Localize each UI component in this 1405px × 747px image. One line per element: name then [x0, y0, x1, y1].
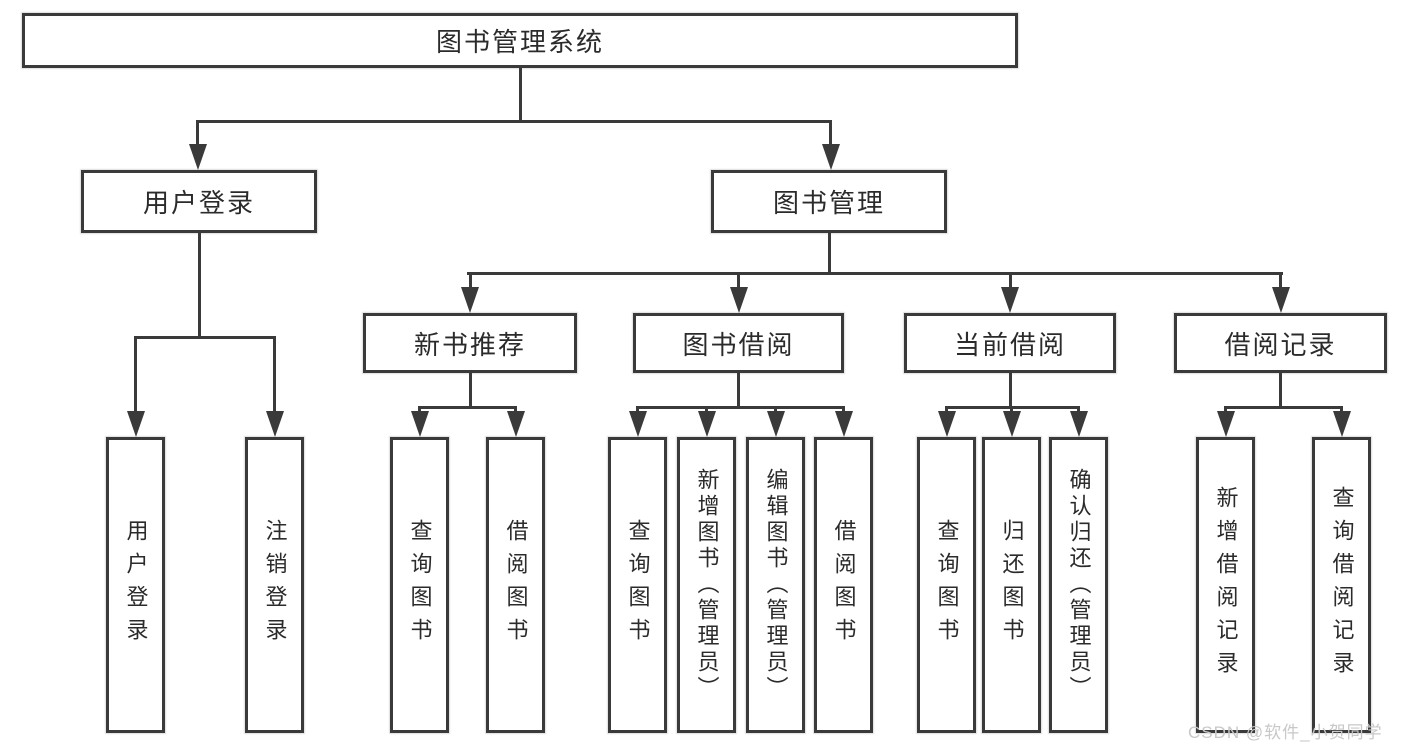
connector-drop — [774, 406, 777, 413]
arrow-down-icon — [1333, 411, 1351, 437]
leaf-logout: 注销登录 — [245, 437, 304, 733]
node-new-book-rec-label: 新书推荐 — [413, 329, 526, 360]
node-current-borrow-label: 当前借阅 — [953, 329, 1066, 360]
arrow-down-icon — [629, 411, 647, 437]
leaf-user-login: 用户登录 — [106, 437, 165, 733]
connector-drop — [636, 406, 639, 413]
connector-drop — [1340, 406, 1343, 413]
connector-drop-login-leaf — [134, 336, 137, 413]
connector-drop — [945, 406, 948, 413]
leaf-rec-query-books-label: 查询图书 — [407, 519, 433, 651]
leaf-cb-return-books-label: 归还图书 — [999, 519, 1025, 651]
node-book-mgmt: 图书管理 — [711, 170, 947, 233]
connector-borrow-bar — [636, 406, 845, 409]
leaf-bb-borrow-books: 借阅图书 — [814, 437, 873, 733]
connector-mgmt-stem — [828, 233, 831, 275]
connector-drop — [1077, 406, 1080, 413]
connector-drop — [1224, 406, 1227, 413]
leaf-rec-query-books: 查询图书 — [390, 437, 449, 733]
leaf-bb-add-books: 新增图书（管理员） — [677, 437, 736, 733]
arrow-down-icon — [1003, 411, 1021, 437]
connector-drop-logout-leaf — [273, 336, 276, 413]
connector-drop-new-book-rec — [469, 272, 472, 287]
connector-drop — [1010, 406, 1013, 413]
leaf-cb-confirm-return-label: 确认归还（管理员） — [1066, 468, 1092, 702]
leaf-bb-query-books-label: 查询图书 — [625, 519, 651, 651]
leaf-br-add-record: 新增借阅记录 — [1196, 437, 1255, 733]
node-root: 图书管理系统 — [22, 13, 1018, 68]
connector-rec-bar — [418, 406, 517, 409]
leaf-logout-label: 注销登录 — [262, 519, 288, 651]
connector-drop — [842, 406, 845, 413]
arrow-down-icon — [822, 144, 840, 170]
arrow-down-icon — [1001, 287, 1019, 313]
arrow-down-icon — [461, 287, 479, 313]
arrow-down-icon — [1217, 411, 1235, 437]
connector-root-stem — [519, 68, 522, 120]
leaf-bb-borrow-books-label: 借阅图书 — [831, 519, 857, 651]
connector-drop-book-mgmt — [829, 120, 832, 146]
arrow-down-icon — [411, 411, 429, 437]
arrow-down-icon — [266, 411, 284, 437]
leaf-bb-query-books: 查询图书 — [608, 437, 667, 733]
node-user-login-label: 用户登录 — [142, 188, 255, 218]
arrow-down-icon — [938, 411, 956, 437]
leaf-user-login-label: 用户登录 — [123, 519, 149, 651]
leaf-bb-add-books-label: 新增图书（管理员） — [694, 468, 720, 702]
connector-current-stem — [1009, 373, 1012, 406]
leaf-cb-confirm-return: 确认归还（管理员） — [1049, 437, 1108, 733]
leaf-br-query-record: 查询借阅记录 — [1312, 437, 1371, 733]
leaf-rec-borrow-books: 借阅图书 — [486, 437, 545, 733]
connector-drop-book-borrow — [737, 272, 740, 287]
leaf-cb-query-books: 查询图书 — [917, 437, 976, 733]
arrow-down-icon — [835, 411, 853, 437]
connector-drop-borrow-record — [1279, 272, 1282, 287]
leaf-br-add-record-label: 新增借阅记录 — [1213, 486, 1239, 684]
connector-record-bar — [1224, 406, 1343, 409]
watermark: CSDN @软件_小贺同学 — [1188, 723, 1383, 742]
connector-drop-current-borrow — [1009, 272, 1012, 287]
node-book-mgmt-label: 图书管理 — [772, 188, 885, 218]
arrow-down-icon — [730, 287, 748, 313]
connector-drop — [705, 406, 708, 413]
leaf-cb-query-books-label: 查询图书 — [934, 519, 960, 651]
node-user-login: 用户登录 — [81, 170, 317, 233]
node-book-borrow: 图书借阅 — [633, 313, 844, 373]
node-borrow-record: 借阅记录 — [1174, 313, 1387, 373]
arrow-down-icon — [189, 144, 207, 170]
connector-root-bar — [196, 120, 832, 123]
node-book-borrow-label: 图书借阅 — [682, 329, 795, 360]
connector-login-stem — [198, 233, 201, 336]
leaf-bb-edit-books: 编辑图书（管理员） — [746, 437, 805, 733]
arrow-down-icon — [507, 411, 525, 437]
node-borrow-record-label: 借阅记录 — [1224, 329, 1337, 360]
leaf-rec-borrow-books-label: 借阅图书 — [503, 519, 529, 651]
connector-mgmt-bar — [467, 272, 1283, 275]
connector-login-bar — [134, 336, 276, 339]
arrow-down-icon — [767, 411, 785, 437]
node-root-label: 图书管理系统 — [435, 27, 604, 57]
node-new-book-rec: 新书推荐 — [363, 313, 577, 373]
connector-drop-user-login — [196, 120, 199, 146]
connector-borrow-stem — [737, 373, 740, 406]
connector-rec-stem — [469, 373, 472, 406]
arrow-down-icon — [698, 411, 716, 437]
arrow-down-icon — [1070, 411, 1088, 437]
leaf-bb-edit-books-label: 编辑图书（管理员） — [763, 468, 789, 702]
connector-record-stem — [1279, 373, 1282, 406]
connector-drop — [514, 406, 517, 413]
arrow-down-icon — [1272, 287, 1290, 313]
arrow-down-icon — [127, 411, 145, 437]
connector-drop — [418, 406, 421, 413]
leaf-cb-return-books: 归还图书 — [982, 437, 1041, 733]
leaf-br-query-record-label: 查询借阅记录 — [1329, 486, 1355, 684]
node-current-borrow: 当前借阅 — [904, 313, 1116, 373]
